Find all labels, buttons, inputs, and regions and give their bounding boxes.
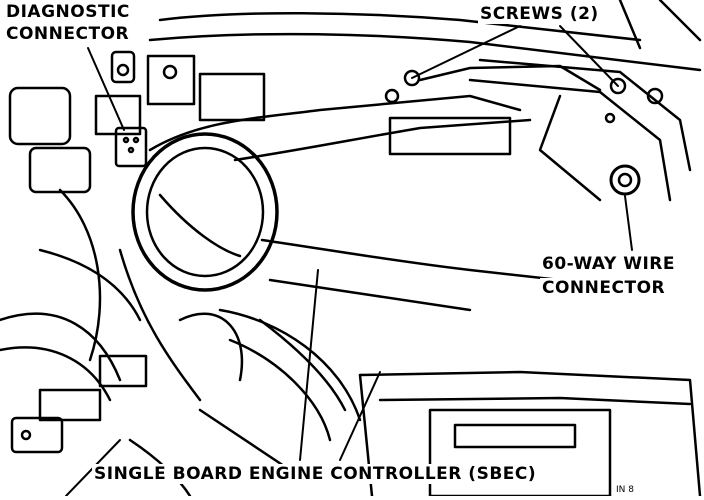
hood-outline [148, 0, 702, 72]
relay-blocks [8, 50, 266, 194]
controller-housing [388, 58, 692, 202]
air-intake-duct [131, 94, 562, 312]
leader-sbec-left [299, 269, 319, 461]
bottom-connector [10, 354, 148, 454]
leader-sbec-right [339, 371, 381, 461]
leader-screws-right [559, 25, 619, 87]
label-screws: SCREWS (2) [478, 4, 601, 24]
diagnostic-connector-plug [114, 126, 148, 168]
figure-code: IN 8 [616, 485, 634, 495]
screw-left [384, 69, 421, 104]
label-60-way-line1: 60-WAY WIRE [540, 254, 677, 274]
label-60-way-line2: CONNECTOR [540, 278, 668, 298]
label-diagnostic-line1: DIAGNOSTIC [4, 2, 132, 22]
leader-diagnostic [87, 47, 125, 131]
leader-screws-left [411, 25, 521, 79]
label-sbec: SINGLE BOARD ENGINE CONTROLLER (SBEC) [92, 464, 539, 484]
screw-right [604, 77, 664, 124]
label-diagnostic-line2: CONNECTOR [4, 24, 132, 44]
wiring-harness [0, 188, 362, 496]
leader-lines [65, 25, 633, 496]
leader-60-way [624, 195, 633, 251]
